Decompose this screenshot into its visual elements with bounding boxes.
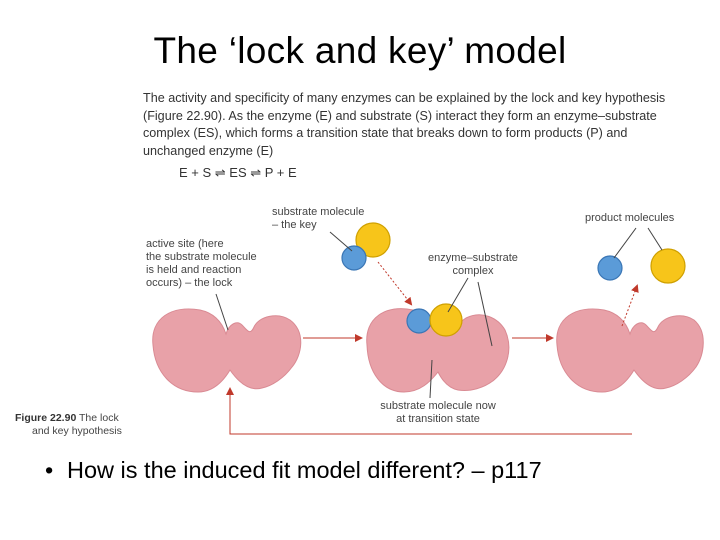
complex-substrate-molecule	[429, 303, 463, 337]
figure-caption: Figure 22.90 The lock and key hypothesis	[15, 412, 122, 438]
pointer-product-1	[613, 227, 637, 259]
slide-title: The ‘lock and key’ model	[153, 30, 567, 71]
substrate-molecule	[355, 222, 391, 258]
figure-number: Figure 22.90	[15, 412, 77, 424]
textbook-line: (Figure 22.90). As the enzyme (E) and su…	[143, 108, 657, 123]
textbook-line: unchanged enzyme (E)	[143, 143, 274, 158]
pointer-product-2	[647, 227, 663, 251]
figure-caption-line2: and key hypothesis	[32, 425, 122, 437]
enzyme-shape-3	[556, 308, 704, 393]
arrow-substrate-to-complex	[377, 261, 413, 306]
product-molecule-blue	[597, 255, 623, 281]
figure-caption-text: The lock	[76, 412, 119, 424]
complex-partner-molecule	[406, 308, 432, 334]
bullet-item: • How is the induced fit model different?…	[45, 457, 542, 484]
bullet-text: How is the induced fit model different? …	[67, 457, 542, 483]
label-enzyme-substrate-complex: enzyme–substrate complex	[428, 252, 518, 277]
pointer-substrate	[329, 231, 353, 252]
pointer-complex-2	[477, 281, 493, 347]
label-transition-state: substrate molecule now at transition sta…	[380, 400, 496, 425]
arrow-return-cycle	[226, 387, 632, 435]
enzyme-shape-1	[152, 308, 302, 393]
arrow-release-products	[621, 284, 639, 327]
textbook-line: complex (ES), which forms a transition s…	[143, 126, 628, 140]
textbook-line: The activity and specificity of many enz…	[143, 91, 666, 105]
product-molecule-yellow	[650, 248, 686, 284]
label-active-site: active site (here the substrate molecule…	[146, 238, 257, 289]
textbook-paragraph: The activity and specificity of many enz…	[143, 90, 708, 160]
label-product-molecules: product molecules	[585, 212, 675, 224]
pointer-transition	[429, 359, 433, 399]
reaction-equation: E + S ⇌ ES ⇌ P + E	[179, 165, 297, 180]
label-substrate-molecule: substrate molecule – the key	[272, 206, 365, 231]
partner-molecule	[341, 245, 367, 271]
bullet-point: •	[45, 457, 54, 483]
pointer-complex-1	[447, 277, 469, 313]
pointer-active-site	[215, 293, 229, 331]
